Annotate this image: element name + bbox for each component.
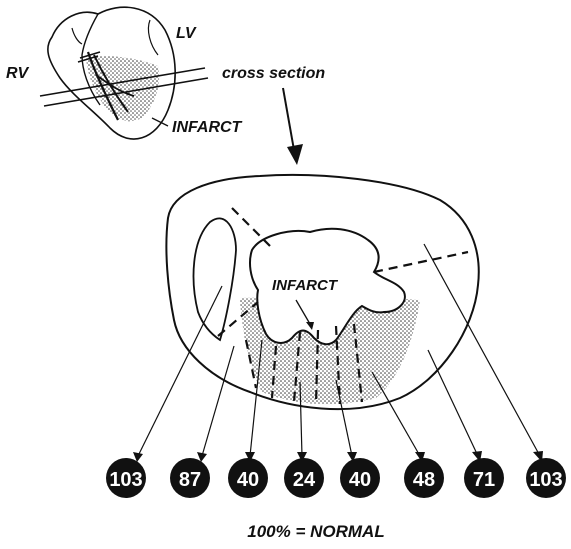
- segment-value-3-text: 40: [237, 469, 259, 491]
- lv-label: LV: [176, 25, 197, 42]
- vessel-line: [72, 28, 82, 44]
- segment-value-3: 40: [228, 458, 268, 498]
- segment-value-2: 87: [170, 458, 210, 498]
- segment-value-2-text: 87: [179, 469, 201, 491]
- normal-reference-note: 100% = NORMAL: [247, 522, 384, 541]
- segment-value-5-text: 40: [349, 469, 371, 491]
- cross-section-arrowhead: [287, 144, 303, 165]
- segment-value-1-text: 103: [109, 469, 142, 491]
- segment-value-6: 48: [404, 458, 444, 498]
- segment-value-4: 24: [284, 458, 324, 498]
- lv-curve: [148, 20, 158, 55]
- segment-value-5: 40: [340, 458, 380, 498]
- segment-value-1: 103: [106, 458, 146, 498]
- cross-section-arrow: [283, 88, 294, 150]
- segment-value-7: 71: [464, 458, 504, 498]
- segment-value-7-text: 71: [473, 469, 495, 491]
- cross-section-label: cross section: [222, 65, 325, 82]
- segment-value-8-text: 103: [529, 469, 562, 491]
- segment-value-8: 103: [526, 458, 566, 498]
- cross-section-infarct-label: INFARCT: [272, 277, 339, 294]
- segment-value-6-text: 48: [413, 469, 435, 491]
- heart-infarct-label: INFARCT: [172, 119, 243, 136]
- segment-value-4-text: 24: [293, 469, 316, 491]
- segment-values: 103 87 40 24 40 48 71 103: [106, 458, 566, 498]
- rv-label: RV: [6, 65, 30, 82]
